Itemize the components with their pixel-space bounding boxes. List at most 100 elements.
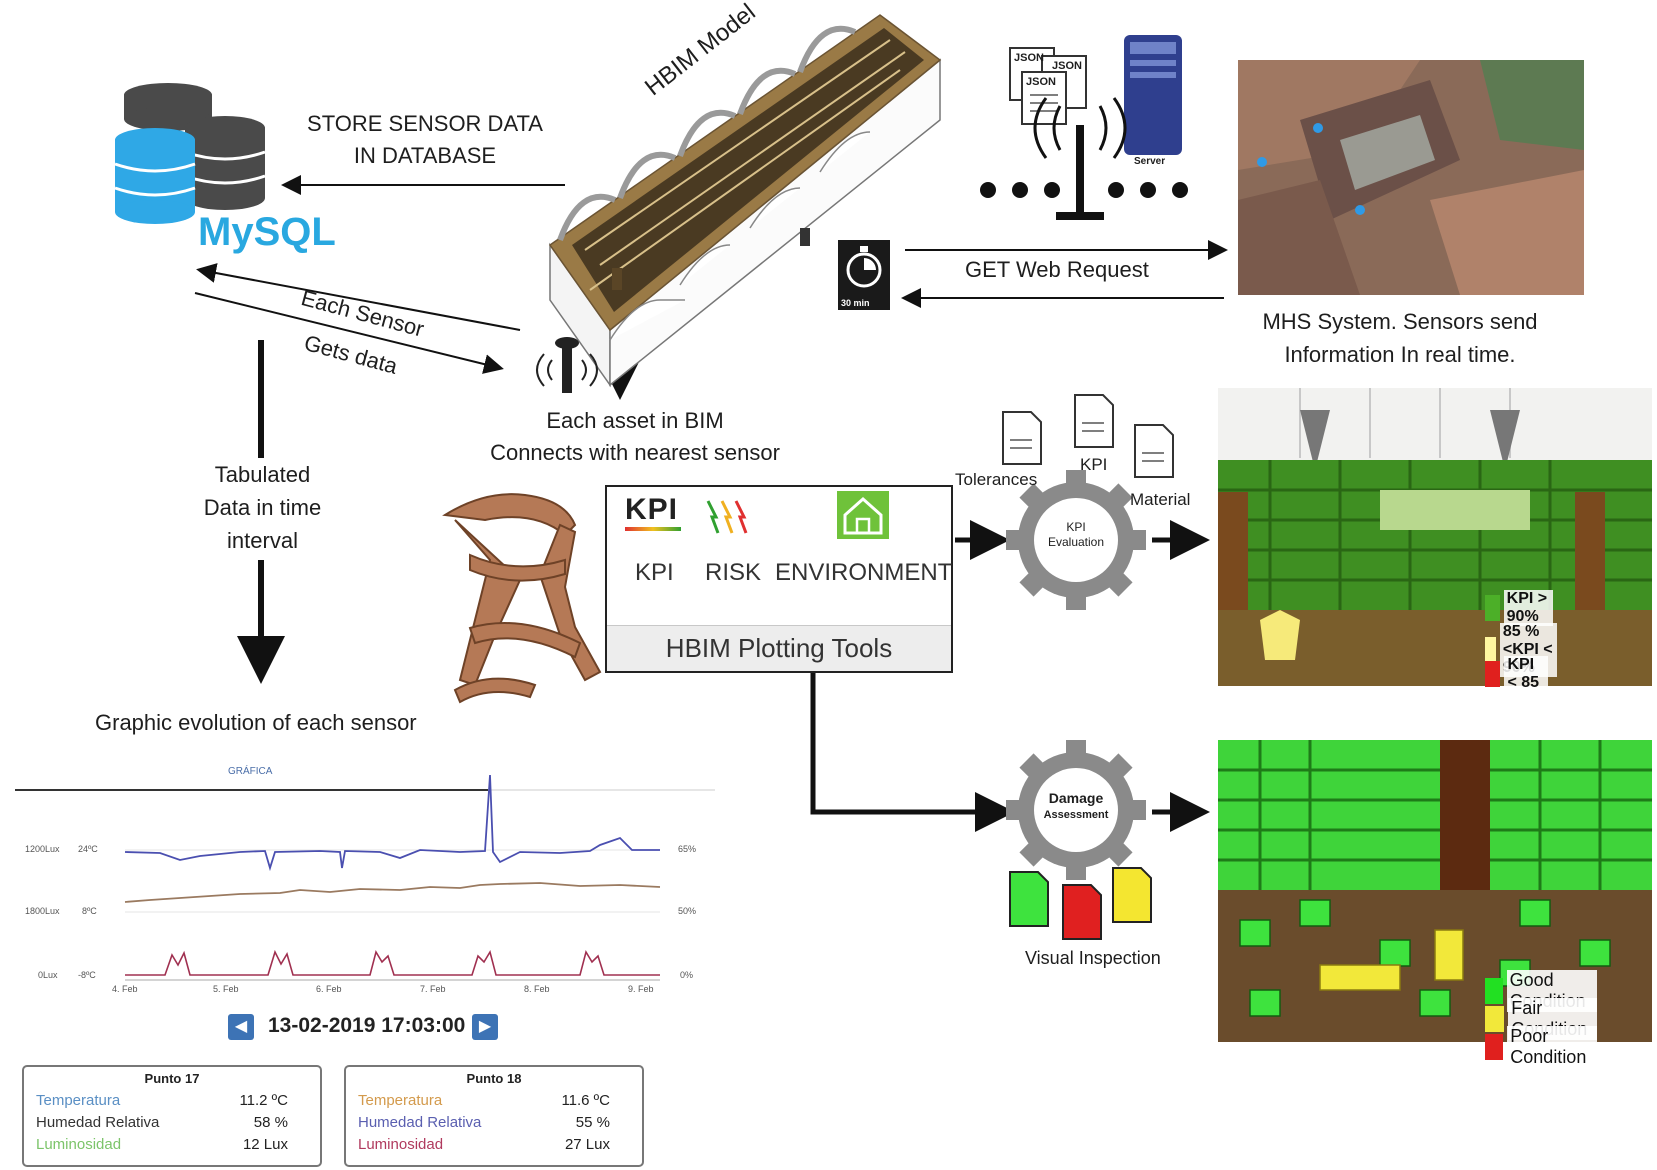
hbim-model-illustration bbox=[548, 14, 942, 388]
next-date-button[interactable]: ▶ bbox=[472, 1014, 498, 1040]
kpi-gear-icon bbox=[1006, 470, 1146, 610]
graph-right-tick-1: 65% bbox=[678, 844, 697, 854]
each-asset-line2: Connects with nearest sensor bbox=[490, 440, 780, 465]
tool-label-kpi[interactable]: KPI bbox=[635, 559, 674, 586]
graph-left-tick-3-lux: 0Lux bbox=[38, 970, 58, 980]
risk-icon[interactable] bbox=[702, 497, 752, 537]
kpi-evaluation-label: KPI Evaluation bbox=[1036, 520, 1116, 550]
antenna-icon bbox=[1033, 97, 1127, 220]
tabulated-line1: Tabulated bbox=[214, 462, 311, 487]
mhs-system-label: MHS System. Sensors send Information In … bbox=[1225, 305, 1575, 371]
chair-illustration bbox=[442, 493, 602, 704]
date-display: 13-02-2019 17:03:00 bbox=[268, 1014, 466, 1037]
graph-left-tick-1-temp: 24ºC bbox=[78, 844, 98, 854]
row-label: Temperatura bbox=[36, 1092, 121, 1109]
condition-legend-label-poor: Poor Condition bbox=[1507, 1026, 1598, 1068]
tool-label-risk[interactable]: RISK bbox=[705, 559, 762, 586]
timer-label: 30 min bbox=[841, 298, 870, 308]
tolerances-label: Tolerances bbox=[955, 470, 1038, 489]
each-asset-label: Each asset in BIM Connects with nearest … bbox=[465, 405, 805, 469]
visual-inspection-label: Visual Inspection bbox=[1025, 948, 1161, 968]
sensor-card-punto-17: Punto 17 Temperatura 11.2 ºC Humedad Rel… bbox=[22, 1065, 322, 1167]
card-title: Punto 17 bbox=[144, 1071, 200, 1086]
graph-left-tick-3-temp: -8ºC bbox=[78, 970, 96, 980]
tabulated-label: Tabulated Data in time interval bbox=[180, 458, 345, 557]
mhs-line1: MHS System. Sensors send bbox=[1262, 309, 1538, 334]
tabulated-line2: Data in time bbox=[203, 495, 322, 520]
graph-title: GRÁFICA bbox=[228, 766, 273, 777]
kpi-legend-item-high: KPI > 90% bbox=[1485, 590, 1554, 626]
material-label: Material bbox=[1130, 490, 1191, 509]
graph-right-tick-3: 0% bbox=[680, 970, 694, 980]
condition-legend-swatch-poor bbox=[1485, 1034, 1504, 1060]
condition-legend-swatch-good bbox=[1485, 978, 1503, 1004]
row-label: Temperatura bbox=[358, 1092, 443, 1109]
damage-gear-icon bbox=[1006, 740, 1146, 880]
card-row-temperature: Temperatura 11.2 ºC bbox=[36, 1090, 308, 1112]
condition-legend-item-poor: Poor Condition bbox=[1485, 1026, 1598, 1068]
row-label: Luminosidad bbox=[36, 1136, 122, 1153]
each-asset-line1: Each asset in BIM bbox=[546, 408, 724, 433]
stopwatch-icon bbox=[838, 240, 890, 310]
row-value: 55 % bbox=[575, 1114, 610, 1131]
hbim-plotting-tools-title: HBIM Plotting Tools bbox=[607, 625, 951, 671]
damage-line1: Damage bbox=[1048, 790, 1104, 806]
row-label: Humedad Relativa bbox=[358, 1114, 482, 1131]
mysql-label: MySQL bbox=[198, 210, 336, 254]
document-icons bbox=[1002, 394, 1174, 478]
card-row-humidity: Humedad Relativa 55 % bbox=[358, 1112, 630, 1134]
kpi-legend-label-low: KPI < 85 bbox=[1504, 656, 1548, 692]
kpi-doc-label: KPI bbox=[1080, 455, 1108, 474]
kpi-evaluation-line2: Evaluation bbox=[1047, 535, 1105, 549]
card-row-humidity: Humedad Relativa 58 % bbox=[36, 1112, 308, 1134]
kpi-legend-swatch-mid bbox=[1485, 637, 1496, 663]
card-row-luminosity: Luminosidad 27 Lux bbox=[358, 1134, 630, 1156]
kpi-legend-item-low: KPI < 85 bbox=[1485, 656, 1548, 692]
row-label: Humedad Relativa bbox=[36, 1114, 160, 1131]
kpi-logo-icon[interactable]: KPI bbox=[625, 493, 685, 539]
kpi-evaluation-line1: KPI bbox=[1066, 520, 1086, 534]
graph-x-tick-1: 4. Feb bbox=[112, 984, 138, 994]
card-title: Punto 18 bbox=[466, 1071, 522, 1086]
store-sensor-label: STORE SENSOR DATA IN DATABASE bbox=[300, 108, 550, 172]
damage-assessment-label: Damage Assessment bbox=[1030, 790, 1122, 824]
server-icon bbox=[1124, 35, 1182, 155]
sensor-card-punto-18: Punto 18 Temperatura 11.6 ºC Humedad Rel… bbox=[344, 1065, 644, 1167]
arrow-to-damage bbox=[810, 672, 1015, 832]
tool-label-environment[interactable]: ENVIRONMENT bbox=[775, 559, 953, 586]
row-label: Luminosidad bbox=[358, 1136, 444, 1153]
card-row-luminosity: Luminosidad 12 Lux bbox=[36, 1134, 308, 1156]
inspection-documents bbox=[1009, 867, 1152, 940]
arrow-gets-data bbox=[194, 292, 504, 374]
row-value: 11.6 ºC bbox=[561, 1092, 610, 1109]
json-label-1: JSON bbox=[1014, 52, 1044, 64]
graph-left-tick-1-lux: 1200Lux bbox=[25, 844, 60, 854]
kpi-legend-swatch-low bbox=[1485, 661, 1501, 687]
graph-x-tick-3: 6. Feb bbox=[316, 984, 342, 994]
kpi-legend-swatch-high bbox=[1485, 595, 1500, 621]
kpi-logo-text: KPI bbox=[625, 493, 679, 526]
database-icon bbox=[114, 83, 266, 224]
damage-line2: Assessment bbox=[1043, 809, 1109, 821]
previous-date-button[interactable]: ◀ bbox=[228, 1014, 254, 1040]
environment-icon[interactable] bbox=[835, 489, 891, 541]
server-label: Server bbox=[1134, 156, 1166, 167]
condition-legend-swatch-fair bbox=[1485, 1006, 1505, 1032]
kpi-legend-label-high: KPI > 90% bbox=[1503, 590, 1554, 626]
graph-series-temperature bbox=[124, 882, 661, 903]
graph-left-tick-2-lux: 1800Lux bbox=[25, 906, 60, 916]
store-sensor-line1: STORE SENSOR DATA bbox=[307, 111, 543, 136]
graph-right-tick-2: 50% bbox=[678, 906, 697, 916]
graph-series-luminosity bbox=[125, 949, 660, 976]
get-web-request-label: GET Web Request bbox=[965, 257, 1149, 282]
store-sensor-line2: IN DATABASE bbox=[353, 143, 497, 168]
json-label-2: JSON bbox=[1052, 60, 1082, 72]
aerial-city-photo bbox=[1238, 60, 1584, 295]
graph-left-tick-2-temp: 8ºC bbox=[82, 906, 97, 916]
tabulated-line3: interval bbox=[227, 528, 298, 553]
json-documents-icon bbox=[1009, 47, 1087, 125]
signal-dots bbox=[980, 182, 1188, 198]
hbim-plotting-tools-panel: KPI KPI RISK ENVIRONMENT HBIM Plotting T… bbox=[605, 485, 953, 673]
graph-x-tick-2: 5. Feb bbox=[213, 984, 239, 994]
